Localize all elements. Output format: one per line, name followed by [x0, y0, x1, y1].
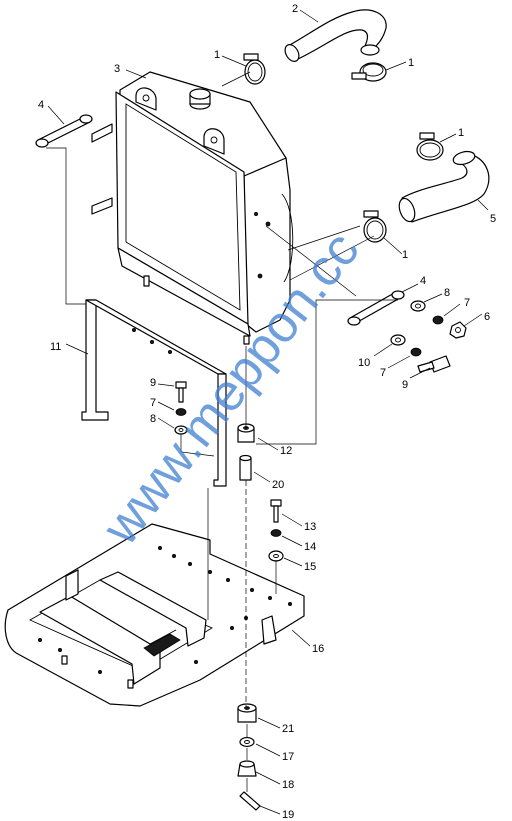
callout-5: 5	[490, 213, 496, 225]
bolt-13	[270, 499, 282, 523]
callout-leaders	[47, 9, 489, 815]
callout-2: 2	[292, 3, 298, 15]
stay-rod-left	[35, 114, 93, 148]
callout-19: 19	[282, 809, 294, 821]
bolt-9-left	[175, 381, 187, 403]
callout-9-left: 9	[150, 377, 156, 389]
callout-20: 20	[272, 479, 284, 491]
callout-7-left: 7	[150, 397, 156, 409]
lock-washer-14	[270, 529, 282, 537]
callout-8-right: 8	[444, 287, 450, 299]
nut-6	[449, 321, 467, 339]
hose-clamp-lower-bottom	[363, 210, 387, 243]
rubber-mount-21	[237, 703, 257, 723]
callout-1-d: 1	[402, 249, 408, 261]
lower-hose	[398, 150, 490, 223]
stay-rod-right	[347, 290, 405, 326]
callout-13: 13	[304, 521, 316, 533]
washer-17	[239, 736, 255, 748]
callout-9-right: 9	[402, 379, 408, 391]
callout-15: 15	[304, 561, 316, 573]
callout-4-right: 4	[420, 275, 426, 287]
lock-washer-7-mid	[410, 347, 422, 357]
radiator-assembly	[91, 71, 294, 345]
callout-3: 3	[114, 63, 120, 75]
callout-16: 16	[312, 643, 324, 655]
callout-7-right: 7	[464, 297, 470, 309]
callout-7-mid: 7	[380, 367, 386, 379]
callout-11: 11	[50, 341, 61, 353]
hose-clamp-upper-right	[351, 62, 387, 82]
callout-1-c: 1	[458, 127, 464, 139]
callout-8-left: 8	[150, 413, 156, 425]
callout-6: 6	[484, 311, 490, 323]
guide-lines	[46, 71, 398, 792]
lock-washer-7-left	[175, 408, 187, 416]
callout-labels: 2 1 1 3 4 1 5 1 4 8 7 6 10 7 9 11 9 7 8 …	[38, 3, 496, 821]
callout-21: 21	[282, 723, 294, 735]
washer-10	[390, 334, 406, 346]
callout-12: 12	[280, 445, 292, 457]
split-pin-19	[239, 791, 261, 811]
bolt-9-right	[417, 355, 451, 373]
callout-14: 14	[304, 541, 316, 553]
hose-clamp-lower-top	[416, 132, 444, 161]
hose-clamp-upper-left	[243, 53, 266, 85]
callout-17: 17	[282, 751, 294, 763]
callout-4-left: 4	[38, 99, 44, 111]
callout-1-a: 1	[214, 49, 220, 61]
lock-washer-7-right	[432, 315, 444, 325]
support-bracket	[81, 299, 227, 487]
washer-15	[268, 550, 284, 562]
callout-1-b: 1	[408, 57, 414, 69]
nut-18	[237, 760, 257, 777]
base-plate	[4, 523, 305, 707]
collar-20	[239, 454, 252, 481]
callout-18: 18	[282, 779, 294, 791]
washer-8-right	[410, 300, 426, 312]
upper-hose	[284, 9, 387, 62]
callout-10: 10	[358, 357, 370, 369]
